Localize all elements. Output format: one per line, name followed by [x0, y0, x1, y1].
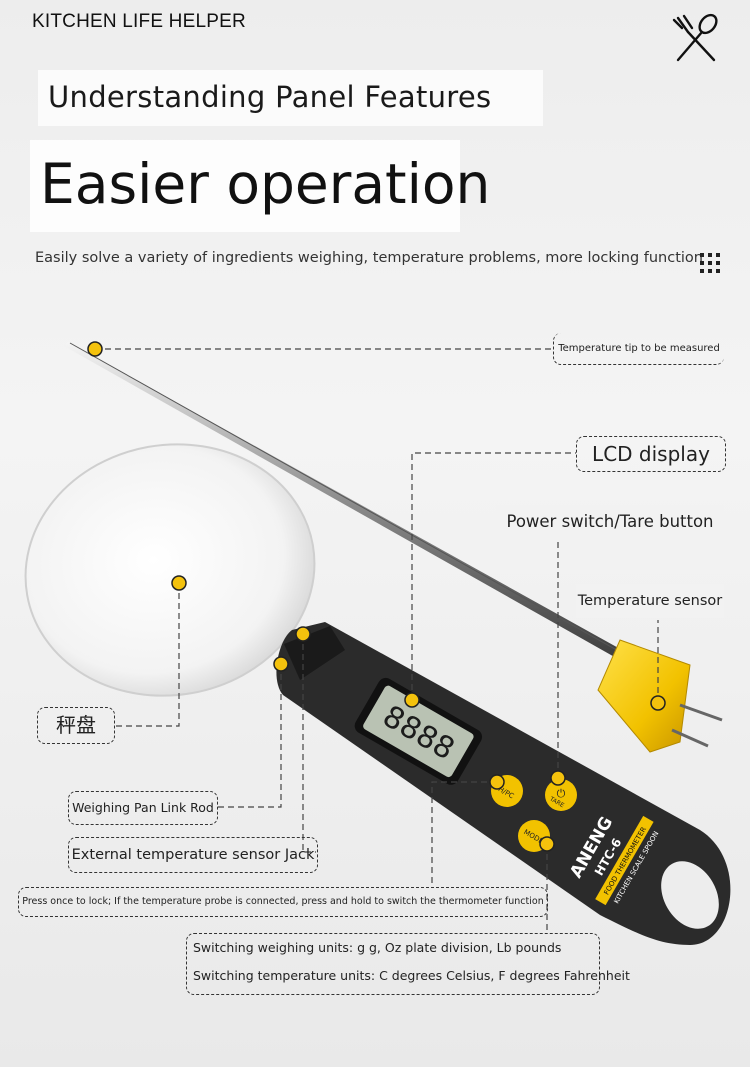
marker-mode [539, 836, 555, 852]
scale-handle: 8888 H/PC TARE ⏻ MODE ANENG HTC-6 FOOD T… [276, 622, 731, 945]
marker-sensor [650, 695, 666, 711]
marker-tip [87, 341, 103, 357]
marker-pan [171, 575, 187, 591]
label-units: Switching weighing units: g g, Oz plate … [186, 933, 630, 995]
label-temperature-sensor: Temperature sensor [576, 584, 724, 618]
title-panel [30, 140, 460, 232]
marker-power [550, 770, 566, 786]
label-units-temp: Switching temperature units: C degrees C… [193, 968, 630, 983]
label-lcd-display: LCD display [576, 436, 726, 472]
weighing-pan [24, 443, 316, 697]
marker-unit [489, 774, 505, 790]
page-subtitle: Understanding Panel Features [48, 80, 492, 114]
label-press-lock: Press once to lock; If the temperature p… [18, 887, 548, 917]
label-temperature-tip: Temperature tip to be measured [553, 333, 724, 365]
callout-markers [87, 341, 666, 852]
label-weighing-pan: 秤盘 [37, 707, 115, 744]
temperature-probe [64, 342, 723, 753]
label-link-rod: Weighing Pan Link Rod [68, 791, 218, 825]
brand-name: KITCHEN LIFE HELPER [32, 11, 246, 32]
page-description: Easily solve a variety of ingredients we… [35, 250, 703, 266]
leader-lines [95, 348, 659, 933]
grid-dots-icon [700, 253, 720, 273]
label-units-weight: Switching weighing units: g g, Oz plate … [193, 940, 562, 955]
label-sensor-jack: External temperature sensor Jack [68, 837, 318, 873]
power-tare-button[interactable] [545, 779, 577, 811]
fork-spoon-cross-icon [672, 13, 718, 62]
power-icon: ⏻ [557, 787, 566, 800]
label-power-switch: Power switch/Tare button [496, 505, 724, 539]
marker-lcd [404, 692, 420, 708]
page-title: Easier operation [40, 152, 491, 216]
marker-rod [273, 656, 289, 672]
marker-jack [295, 626, 311, 642]
subtitle-panel [38, 70, 543, 126]
